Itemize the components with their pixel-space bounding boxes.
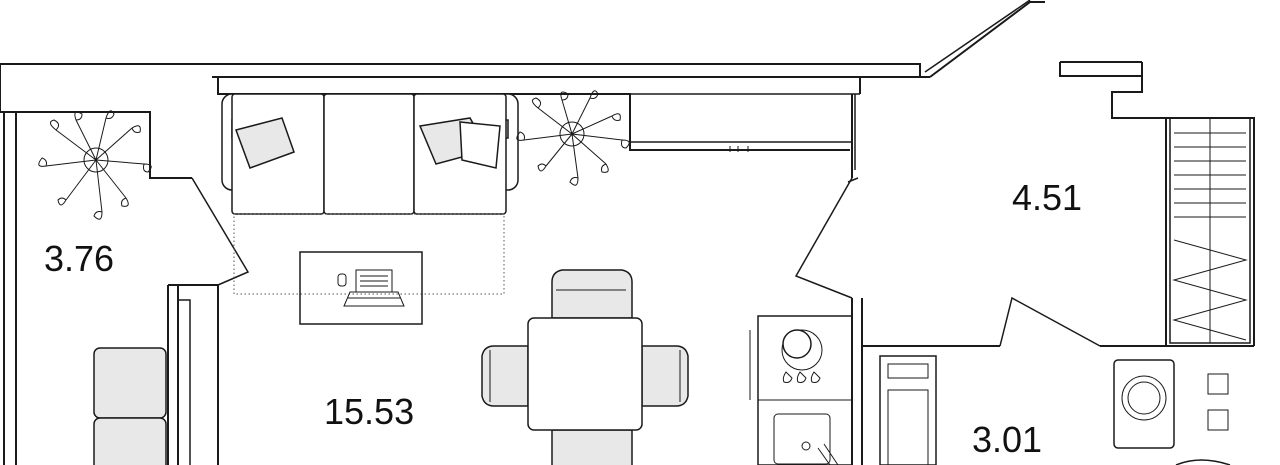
plant-left [38,110,152,220]
loggia-area-label: 3.76 [44,238,114,279]
plant-right [516,90,630,186]
wardrobe [1169,117,1251,344]
coffee-table [299,251,423,325]
armchair [93,347,167,465]
dining-set [481,269,689,465]
kitchen [749,315,853,465]
hallway-area-label: 4.51 [1012,177,1082,218]
living-room-area-label: 15.53 [324,391,414,432]
bathroom-area-label: 3.01 [972,419,1042,460]
sofa [221,93,519,215]
rug [233,213,505,295]
bathroom-fixtures [879,355,1231,465]
